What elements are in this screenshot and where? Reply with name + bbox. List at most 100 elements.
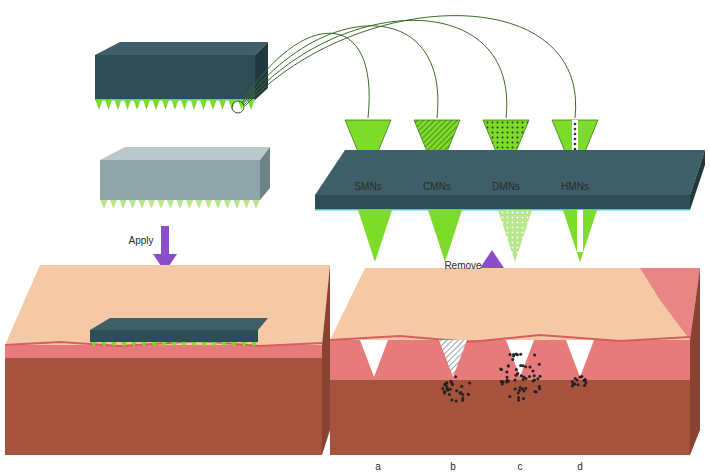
drug-particle (532, 369, 535, 372)
drug-particle (521, 388, 524, 391)
drug-particle (462, 397, 465, 400)
drug-particle (500, 368, 503, 371)
drug-dot (574, 128, 577, 131)
drug-particle (515, 374, 518, 377)
needle (181, 342, 187, 347)
drug-particle (455, 389, 458, 392)
needle (191, 100, 198, 110)
needle (200, 100, 207, 110)
drug-particle (450, 380, 453, 383)
drug-particle (506, 376, 509, 379)
drug-particle (442, 387, 445, 390)
needle (167, 200, 174, 209)
drug-particle (507, 365, 510, 368)
skin-block-left (5, 265, 330, 455)
needle (120, 200, 127, 209)
drug-particle (459, 392, 462, 395)
drug-particle (535, 390, 538, 393)
needle (161, 342, 167, 347)
label-text: SMNs (354, 181, 381, 192)
drug-dot (574, 148, 577, 151)
needle (110, 200, 117, 209)
needle (234, 200, 241, 209)
needle (91, 342, 97, 347)
drug-particle (533, 354, 536, 357)
drug-particle (520, 374, 523, 377)
drug-particle (525, 377, 528, 380)
needle (210, 100, 217, 110)
drug-particle (468, 381, 471, 384)
needle (248, 100, 255, 110)
drug-particle (508, 395, 511, 398)
drug-particle (519, 353, 522, 356)
needle (172, 100, 179, 110)
drug-dot (574, 138, 577, 141)
needle (143, 100, 150, 110)
drug-particle (529, 365, 532, 368)
drug-particle (524, 387, 527, 390)
drug-particle (532, 380, 535, 383)
needle (219, 100, 226, 110)
drug-particle (509, 353, 512, 356)
drug-particle (448, 393, 451, 396)
needle (224, 200, 231, 209)
leader-curves (242, 16, 576, 118)
label-text: HMNs (561, 181, 589, 192)
needle (124, 100, 131, 110)
needle (191, 342, 197, 347)
drug-particle (454, 375, 457, 378)
drug-particle (516, 353, 519, 356)
drug-particle (446, 388, 449, 391)
drug-particle (538, 385, 541, 388)
drug-particle (502, 380, 505, 383)
drug-particle (577, 383, 580, 386)
skin-block-right (330, 268, 700, 455)
needle (231, 342, 237, 347)
drug-particle (445, 381, 448, 384)
drug-particle (505, 371, 508, 374)
label-text: Remove (444, 260, 481, 271)
needle (101, 200, 108, 209)
drug-particle (539, 375, 542, 378)
drug-particle (512, 353, 515, 356)
needle (131, 342, 137, 347)
needle (139, 200, 146, 209)
drug-particle (511, 358, 514, 361)
needle (121, 342, 127, 347)
drug-particle (571, 380, 574, 383)
label-text: a (375, 461, 381, 472)
microneedle-plate-removed (315, 150, 705, 262)
drug-particle (533, 374, 536, 377)
needle (134, 100, 141, 110)
drug-particle (522, 397, 525, 400)
drug-particle (573, 382, 576, 385)
drug-particle (507, 364, 510, 367)
needle (251, 342, 257, 347)
label-text: c (518, 461, 523, 472)
label-text: Apply (128, 235, 153, 246)
needle (181, 100, 188, 110)
drug-particle (467, 393, 470, 396)
drug-particle (467, 393, 470, 396)
drug-particle (445, 384, 448, 387)
needle (215, 200, 222, 209)
drug-particle (522, 364, 525, 367)
drug-particle (524, 365, 527, 368)
drug-particle (514, 378, 517, 381)
needle (111, 342, 117, 347)
drug-particle (443, 392, 446, 395)
drug-particle (515, 368, 518, 371)
needle (171, 342, 177, 347)
needle (241, 342, 247, 347)
drug-dot (574, 123, 577, 126)
drug-particle (584, 378, 587, 381)
needle (96, 100, 103, 110)
drug-particle (528, 375, 531, 378)
needle (221, 342, 227, 347)
label-text: b (450, 461, 456, 472)
drug-particle (455, 400, 458, 403)
needle (162, 100, 169, 110)
needle (186, 200, 193, 209)
needle (205, 200, 212, 209)
